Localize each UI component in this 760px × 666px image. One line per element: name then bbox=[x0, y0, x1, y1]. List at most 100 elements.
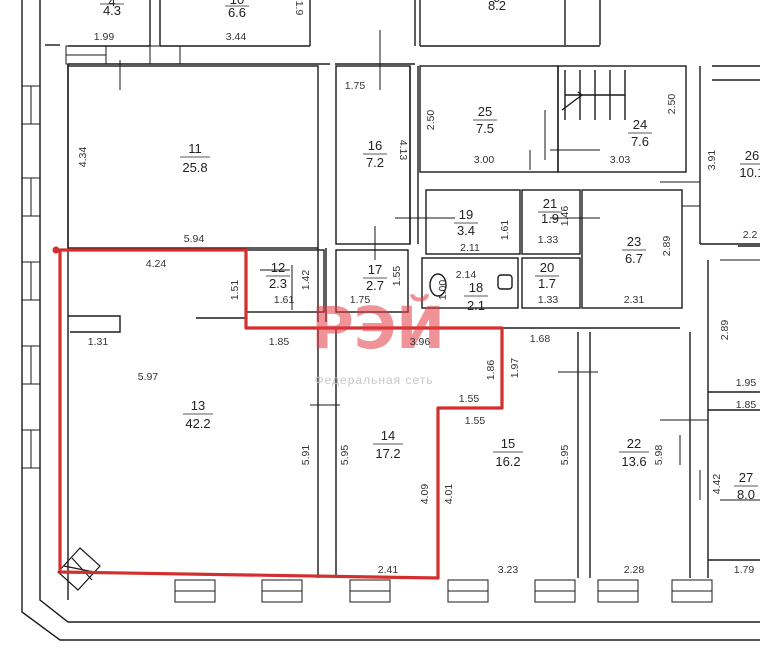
room-area: 2.1 bbox=[467, 298, 485, 313]
room-number: 20 bbox=[540, 260, 554, 275]
dimension-label: 1.85 bbox=[269, 336, 290, 348]
room-18: 18 2.1 bbox=[464, 280, 488, 313]
room-14: 14 17.2 bbox=[373, 428, 403, 461]
room-number: 14 bbox=[381, 428, 395, 443]
dimension-label: 5.98 bbox=[653, 445, 665, 466]
dimension-label: 1.55 bbox=[459, 393, 480, 405]
dimension-label: 5.97 bbox=[138, 371, 159, 383]
dimension-label: 1.61 bbox=[274, 294, 295, 306]
dimension-label: 4.09 bbox=[419, 484, 431, 505]
dimension-label: 1.33 bbox=[538, 234, 559, 246]
room-15: 15 16.2 bbox=[493, 436, 523, 469]
room-area: 6.6 bbox=[228, 5, 246, 20]
left-windows bbox=[21, 85, 41, 469]
dimension-label: 1.9 bbox=[293, 1, 305, 16]
room-number: 26 bbox=[745, 148, 759, 163]
watermark-logo: РЭЙ bbox=[311, 293, 445, 362]
dimension-label: 2.89 bbox=[661, 236, 673, 257]
dimension-label: 2.89 bbox=[719, 320, 731, 341]
top-windows bbox=[65, 45, 181, 65]
dimension-label: 3.23 bbox=[498, 564, 519, 576]
dimension-label: 1.61 bbox=[499, 220, 511, 241]
room-9: 9 8.2 bbox=[488, 0, 506, 13]
dimension-label: 2.11 bbox=[460, 242, 480, 254]
dimension-label: 1.99 bbox=[94, 31, 115, 43]
dimension-label: 2.31 bbox=[624, 294, 645, 306]
dimension-label: 2.50 bbox=[666, 94, 678, 115]
room-number: 18 bbox=[469, 280, 483, 295]
room-number: 24 bbox=[633, 117, 647, 132]
room-23: 23 6.7 bbox=[622, 234, 646, 266]
dimension-label: 1.31 bbox=[88, 336, 109, 348]
dimension-label: 2.2 bbox=[743, 229, 758, 241]
room-19: 19 3.4 bbox=[454, 207, 478, 238]
watermark-subtitle: Федеральная сеть bbox=[315, 373, 434, 387]
room-number: 22 bbox=[627, 436, 641, 451]
dimension-label: 2.50 bbox=[425, 110, 437, 131]
room-area: 2.3 bbox=[269, 276, 287, 291]
dimension-labels: 1.99 3.44 1.9 1.75 4.34 5.94 4.13 2.50 3… bbox=[77, 1, 757, 576]
dimension-label: 1.86 bbox=[485, 360, 497, 381]
dimension-label: 5.95 bbox=[339, 445, 351, 466]
dimension-label: 3.96 bbox=[410, 336, 431, 348]
room-number: 19 bbox=[459, 207, 473, 222]
dimension-label: 1.33 bbox=[538, 294, 559, 306]
dimension-label: 2.14 bbox=[456, 269, 477, 281]
highlighted-area-corner-mark bbox=[52, 246, 60, 254]
dimension-label: 1.95 bbox=[736, 377, 757, 389]
corner-entrance bbox=[57, 547, 101, 591]
dimension-label: 1.55 bbox=[391, 266, 403, 287]
room-number: 16 bbox=[368, 138, 382, 153]
room-area: 4.3 bbox=[103, 3, 121, 18]
dimension-label: 3.03 bbox=[610, 154, 631, 166]
dimension-label: 2.28 bbox=[624, 564, 645, 576]
room-area: 2.7 bbox=[366, 278, 384, 293]
dimension-label: 1.00 bbox=[437, 280, 449, 301]
dimension-label: 5.95 bbox=[559, 445, 571, 466]
room-area: 7.6 bbox=[631, 134, 649, 149]
room-17: 17 2.7 bbox=[363, 262, 387, 293]
dimension-label: 4.24 bbox=[146, 258, 167, 270]
dimension-label: 3.44 bbox=[226, 31, 247, 43]
dimension-label: 4.42 bbox=[711, 474, 723, 495]
room-13: 13 42.2 bbox=[183, 398, 213, 431]
room-number: 23 bbox=[627, 234, 641, 249]
dimension-label: 1.51 bbox=[229, 280, 241, 301]
interior-walls bbox=[67, 65, 760, 578]
room-number: 12 bbox=[271, 260, 285, 275]
room-area: 8.2 bbox=[488, 0, 506, 13]
room-number: 9 bbox=[493, 0, 500, 5]
room-number: 25 bbox=[478, 104, 492, 119]
dimension-label: 5.91 bbox=[300, 445, 312, 466]
room-26: 26 10.1 bbox=[739, 148, 760, 180]
dimension-label: 1.55 bbox=[465, 415, 486, 427]
room-area: 42.2 bbox=[185, 416, 210, 431]
dimension-label: 1.42 bbox=[300, 270, 312, 291]
room-20: 20 1.7 bbox=[535, 260, 559, 291]
room-number: 17 bbox=[368, 262, 382, 277]
highlighted-area-outline bbox=[58, 248, 504, 580]
bottom-windows bbox=[174, 579, 713, 603]
room-22: 22 13.6 bbox=[619, 436, 649, 469]
dimension-label: 1.75 bbox=[350, 294, 371, 306]
room-area: 6.7 bbox=[625, 251, 643, 266]
room-area: 1.7 bbox=[538, 276, 556, 291]
room-area: 3.4 bbox=[457, 223, 475, 238]
room-area: 7.5 bbox=[476, 121, 494, 136]
room-number: 11 bbox=[188, 141, 202, 156]
door-marks bbox=[119, 30, 760, 501]
room-area: 7.2 bbox=[366, 155, 384, 170]
room-11: 11 25.8 bbox=[180, 141, 210, 175]
room-number: 15 bbox=[501, 436, 515, 451]
room-area: 8.0 bbox=[737, 487, 755, 502]
room-area: 10.1 bbox=[739, 165, 760, 180]
dimension-label: 1.46 bbox=[559, 206, 571, 227]
room-area: 1.9 bbox=[541, 211, 559, 226]
room-area: 13.6 bbox=[621, 454, 646, 469]
room-4: 4 4.3 bbox=[100, 0, 124, 18]
room-21: 21 1.9 bbox=[538, 196, 562, 226]
room-number: 13 bbox=[191, 398, 205, 413]
room-10: 10 6.6 bbox=[225, 0, 249, 20]
room-24: 24 7.6 bbox=[628, 117, 652, 149]
